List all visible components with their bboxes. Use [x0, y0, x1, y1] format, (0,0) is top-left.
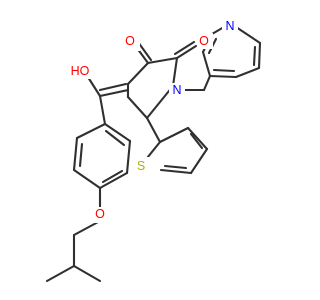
hydroxyl-label: HO — [71, 64, 90, 78]
structure-svg: O O N N HO S O — [45, 19, 262, 283]
bond — [175, 44, 198, 60]
bond — [136, 40, 153, 62]
bond — [163, 164, 188, 170]
bond — [257, 41, 262, 70]
bond — [126, 95, 149, 120]
bond — [98, 88, 130, 98]
bond — [101, 169, 124, 184]
bond — [98, 94, 107, 126]
bond — [45, 264, 76, 283]
molecule-diagram: O O N N HO S O — [45, 19, 262, 283]
bond — [186, 126, 209, 151]
bond — [173, 40, 196, 56]
bond — [208, 74, 238, 79]
bond — [78, 142, 84, 168]
ketone-oxygen-label: O — [125, 34, 135, 48]
bond — [98, 82, 128, 92]
bond — [75, 122, 107, 140]
bond — [158, 126, 190, 144]
bond — [72, 168, 102, 190]
bond — [126, 61, 150, 86]
bond — [72, 264, 102, 283]
ether-oxygen-label: O — [95, 207, 105, 221]
bond — [252, 45, 257, 67]
amide-oxygen-label: O — [199, 34, 209, 48]
bond — [201, 50, 212, 78]
bond — [72, 219, 102, 237]
pyridine-nitrogen-label: N — [225, 19, 234, 33]
bond — [125, 139, 132, 175]
ring-nitrogen-label: N — [172, 83, 181, 97]
bond — [104, 129, 126, 147]
bond — [146, 56, 179, 65]
bond — [171, 56, 179, 88]
bond — [145, 116, 162, 144]
bond — [234, 66, 261, 79]
bond — [212, 68, 236, 73]
bond — [234, 25, 262, 45]
bond — [189, 132, 204, 150]
bond — [189, 147, 209, 175]
bond — [103, 122, 132, 143]
bond — [159, 168, 193, 175]
bond — [145, 84, 175, 120]
bond — [202, 74, 212, 92]
bond — [98, 171, 129, 190]
bond — [72, 136, 79, 172]
thiophene-sulfur-label: S — [137, 159, 145, 173]
